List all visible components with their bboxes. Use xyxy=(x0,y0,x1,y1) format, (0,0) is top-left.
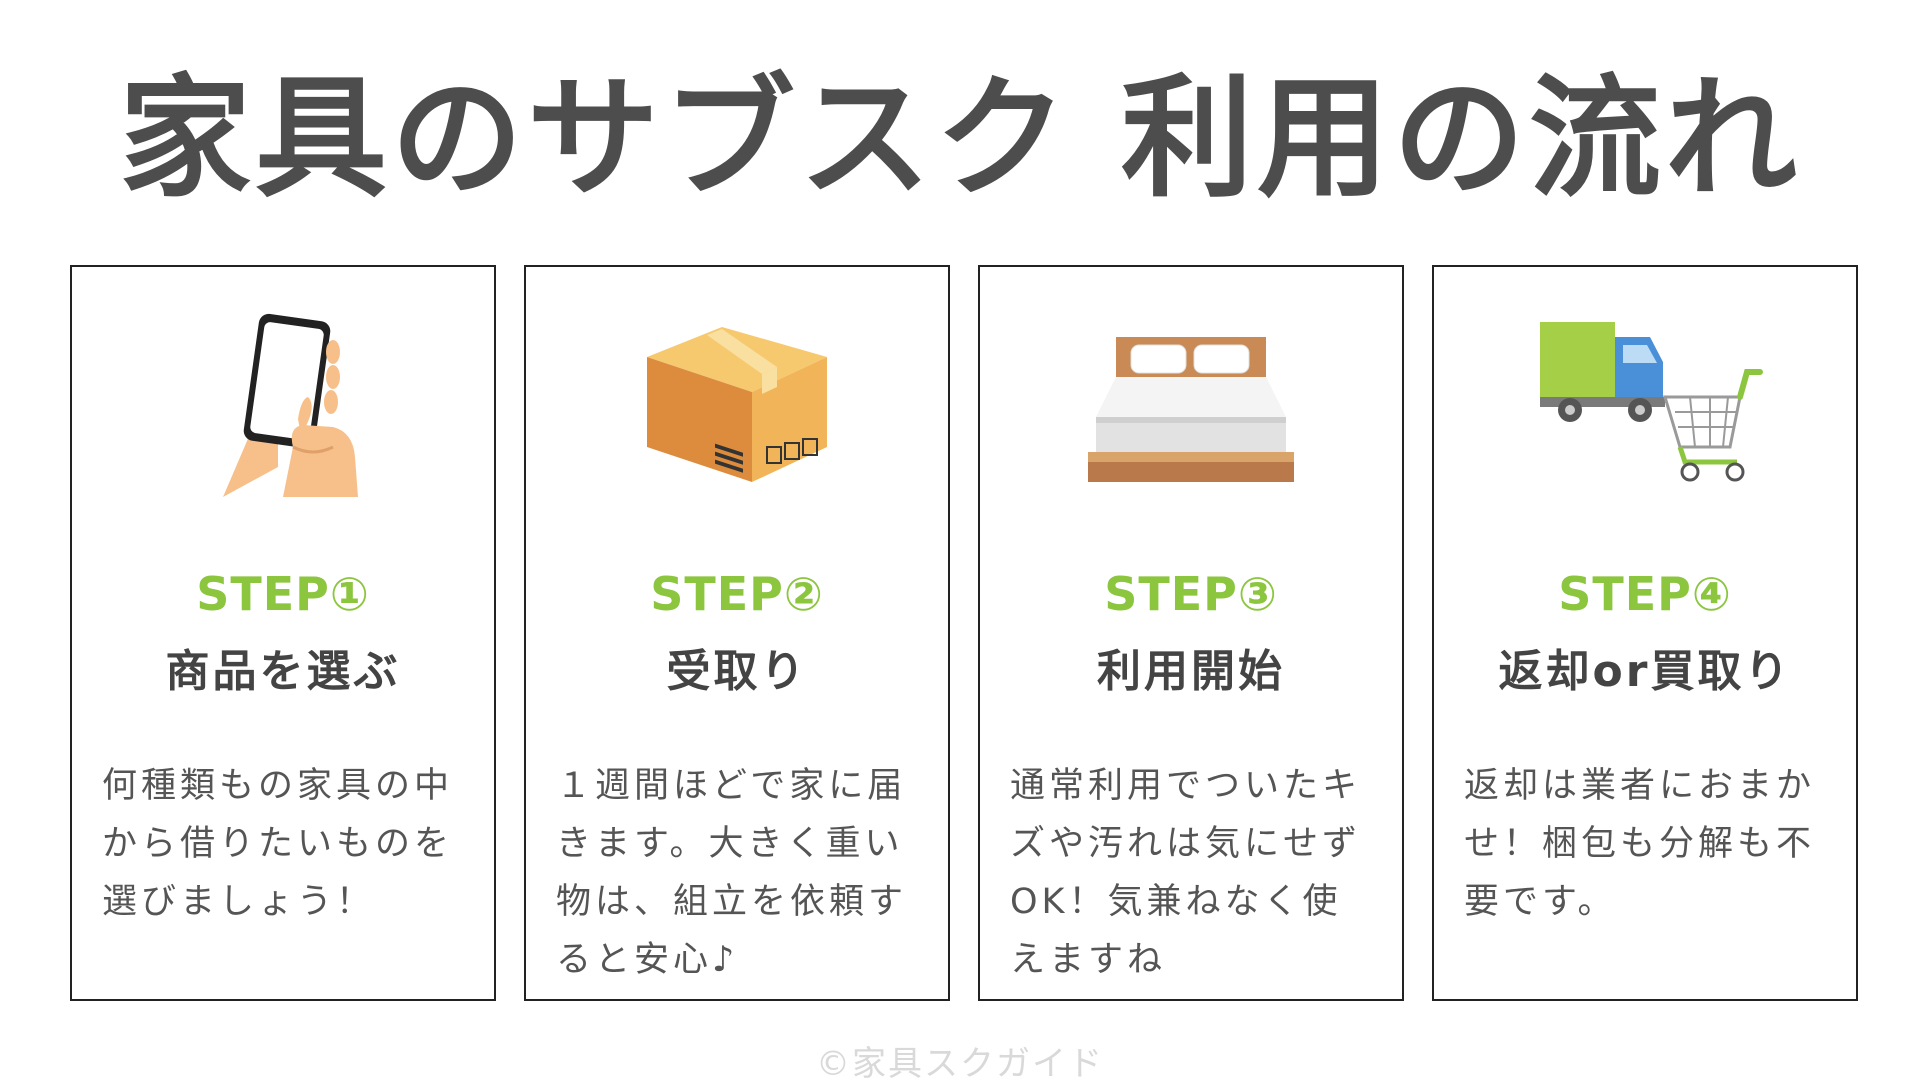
step-4-title: 返却or買取り xyxy=(1498,646,1792,697)
truck-cart-icon xyxy=(1540,322,1763,482)
step-card-3: STEP③ 利用開始 通常利用でついたキズや汚れは気にせずOK！気兼ねなく使えま… xyxy=(978,265,1404,1001)
page-title: 家具のサブスク 利用の流れ xyxy=(119,62,1801,216)
step-1-title: 商品を選ぶ xyxy=(165,646,401,697)
step-4-description: 返却は業者におまかせ！梱包も分解も不要です。 xyxy=(1464,766,1816,922)
step-1-description: 何種類もの家具の中から借りたいものを選びましょう！ xyxy=(102,766,454,922)
step-1-label: STEP① xyxy=(196,567,370,621)
step-3-illustration xyxy=(980,307,1402,507)
step-4-illustration xyxy=(1434,307,1856,507)
step-3-title: 利用開始 xyxy=(1097,646,1285,697)
step-2-description: １週間ほどで家に届きます。大きく重い物は、組立を依頼すると安心♪ xyxy=(556,766,908,980)
step-3-label: STEP③ xyxy=(1104,567,1278,621)
step-2-title: 受取り xyxy=(666,646,808,697)
step-4-label: STEP④ xyxy=(1558,567,1732,621)
steps-container: STEP① 商品を選ぶ 何種類もの家具の中から借りたいものを選びましょう！ xyxy=(70,265,1860,1005)
step-1-illustration xyxy=(72,307,494,507)
step-card-1: STEP① 商品を選ぶ 何種類もの家具の中から借りたいものを選びましょう！ xyxy=(70,265,496,1001)
copyright-watermark: ©家具スクガイド xyxy=(816,1044,1104,1084)
step-3-description: 通常利用でついたキズや汚れは気にせずOK！気兼ねなく使えますね xyxy=(1010,766,1362,980)
step-card-2: STEP② 受取り １週間ほどで家に届きます。大きく重い物は、組立を依頼すると安… xyxy=(524,265,950,1001)
step-2-illustration xyxy=(526,307,948,507)
bed-icon xyxy=(1088,337,1294,482)
step-card-4: STEP④ 返却or買取り 返却は業者におまかせ！梱包も分解も不要です。 xyxy=(1432,265,1858,1001)
cardboard-box-icon xyxy=(647,327,827,482)
step-2-label: STEP② xyxy=(650,567,824,621)
smartphone-hand-icon xyxy=(223,313,358,497)
